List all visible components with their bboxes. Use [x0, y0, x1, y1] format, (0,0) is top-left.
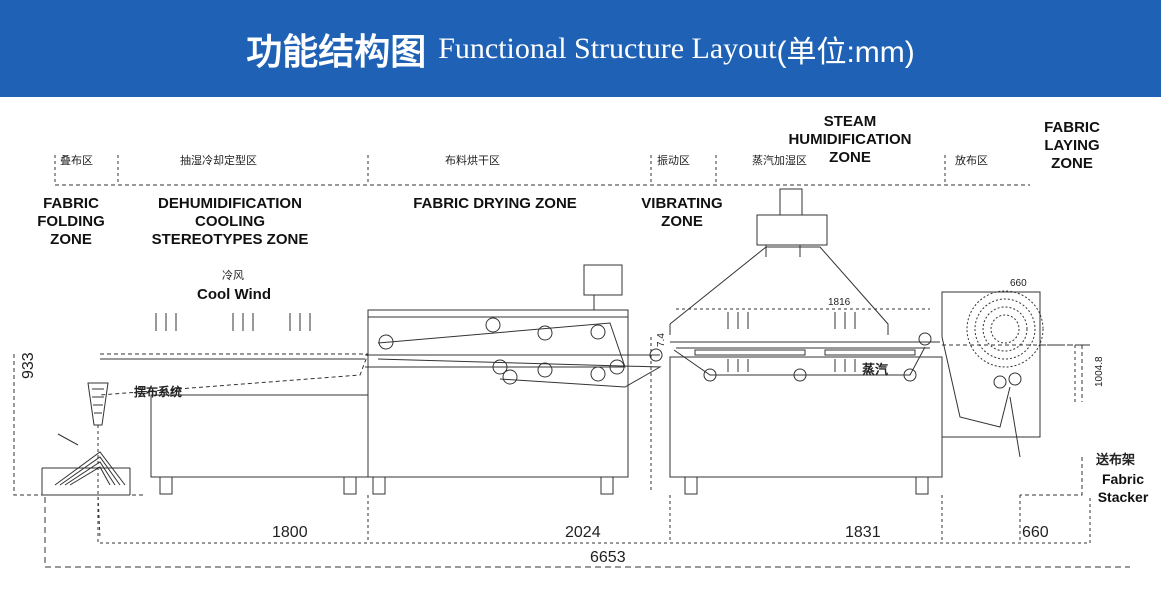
machine-drawing — [13, 155, 1130, 568]
cool-wind-label: Cool Wind — [196, 286, 271, 303]
drying-section — [365, 264, 663, 495]
drying-zone-cn: 布料烘干区 — [445, 154, 500, 167]
steam-zone-cn: 蒸汽加湿区 — [752, 154, 807, 167]
seg2-dim: 2024 — [565, 524, 601, 541]
steam-width-dim: 1816 — [828, 297, 851, 308]
cooling-zone-label: DEHUMIDIFICATION COOLING STEREOTYPES ZON… — [151, 195, 309, 248]
folding-frame — [13, 354, 145, 496]
folding-zone-cn: 叠布区 — [60, 154, 93, 167]
small-dim: 7.4 — [656, 333, 667, 347]
seg3-dim: 1831 — [845, 524, 881, 541]
vibrating-zone-label: VIBRATING ZONE — [641, 195, 723, 230]
swing-hopper — [87, 382, 109, 426]
steam-section — [669, 188, 943, 495]
dimension-lines — [44, 291, 1130, 568]
stacker-cn: 送布架 — [1096, 453, 1136, 468]
laying-zone-label: FABRIC LAYING ZONE — [1044, 119, 1100, 172]
title-english: Functional Structure Layout — [438, 31, 777, 65]
seg1-dim: 1800 — [272, 524, 308, 541]
cool-wind-cn: 冷风 — [222, 269, 244, 282]
folding-pile — [41, 451, 131, 496]
height-right-dim: 1004.8 — [1094, 356, 1105, 387]
diagram-area: 叠布区 抽湿冷却定型区 布料烘干区 振动区 蒸汽加湿区 放布区 FABRIC F… — [0, 97, 1161, 603]
total-dim: 6653 — [590, 549, 626, 566]
cool-wind-arrows — [155, 313, 311, 331]
swing-system-label: 摆布系统 — [134, 385, 183, 399]
laying-zone-cn: 放布区 — [955, 154, 988, 167]
reel-width-dim: 660 — [1010, 278, 1027, 289]
cooling-section — [99, 353, 369, 495]
folding-zone-label: FABRIC FOLDING ZONE — [37, 195, 105, 248]
drying-zone-label: FABRIC DRYING ZONE — [413, 195, 577, 212]
steam-arrows — [727, 312, 856, 372]
steam-zone-label: STEAM HUMIDIFICATION ZONE — [788, 113, 912, 166]
height-left-dim: 933 — [20, 352, 37, 379]
laying-section — [941, 290, 1090, 496]
zone-ticks — [54, 155, 946, 185]
vibrating-zone-cn: 振动区 — [657, 154, 690, 167]
cooling-zone-cn: 抽湿冷却定型区 — [180, 154, 257, 167]
title-banner: 功能结构图 Functional Structure Layout (单位:mm… — [0, 0, 1161, 97]
title-chinese: 功能结构图 — [246, 31, 427, 73]
title-unit: (单位:mm) — [776, 35, 915, 69]
steam-label: 蒸汽 — [862, 363, 889, 378]
stacker-label: Fabric Stacker — [1097, 471, 1149, 505]
seg4-dim: 660 — [1022, 524, 1049, 541]
